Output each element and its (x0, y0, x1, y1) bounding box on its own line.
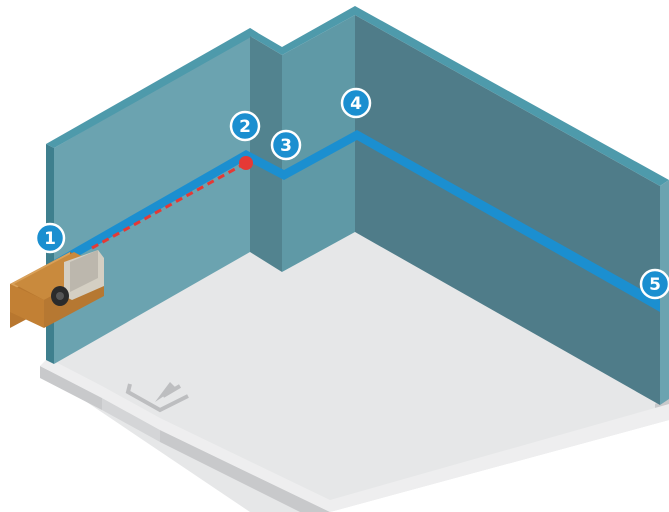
laser-distance-meter-icon (10, 250, 104, 328)
laser-target-dot (239, 156, 253, 170)
marker-1: 1 (34, 222, 66, 254)
pillar-top (250, 28, 282, 55)
pillar (250, 15, 355, 272)
left-wall-top (46, 28, 258, 148)
laser-line-left (54, 150, 246, 270)
right-wall-top (282, 6, 669, 186)
laser-reference-line (54, 130, 660, 312)
marker-5-label: 5 (649, 275, 661, 295)
marker-4-label: 4 (350, 94, 362, 114)
right-wall-face (355, 15, 660, 405)
floor-front-edge-2 (102, 398, 160, 442)
floor-front-edge (40, 366, 102, 410)
left-wall-end (46, 144, 54, 364)
marker-1-label: 1 (44, 229, 56, 249)
marker-2: 2 (229, 110, 261, 142)
marker-3: 3 (270, 129, 302, 161)
laser-line-right (357, 130, 660, 312)
laser-line-pillar-side (246, 150, 284, 180)
pillar-side (250, 36, 282, 272)
marker-4: 4 (340, 87, 372, 119)
laser-line-pillar-front (284, 130, 357, 180)
floor (40, 232, 669, 512)
marker-5: 5 (639, 268, 669, 300)
laser-beam (91, 161, 247, 250)
marker-2-label: 2 (239, 117, 251, 137)
arrow-down-left-icon (125, 382, 189, 413)
marker-3-label: 3 (280, 136, 292, 156)
pillar-front (282, 15, 355, 272)
